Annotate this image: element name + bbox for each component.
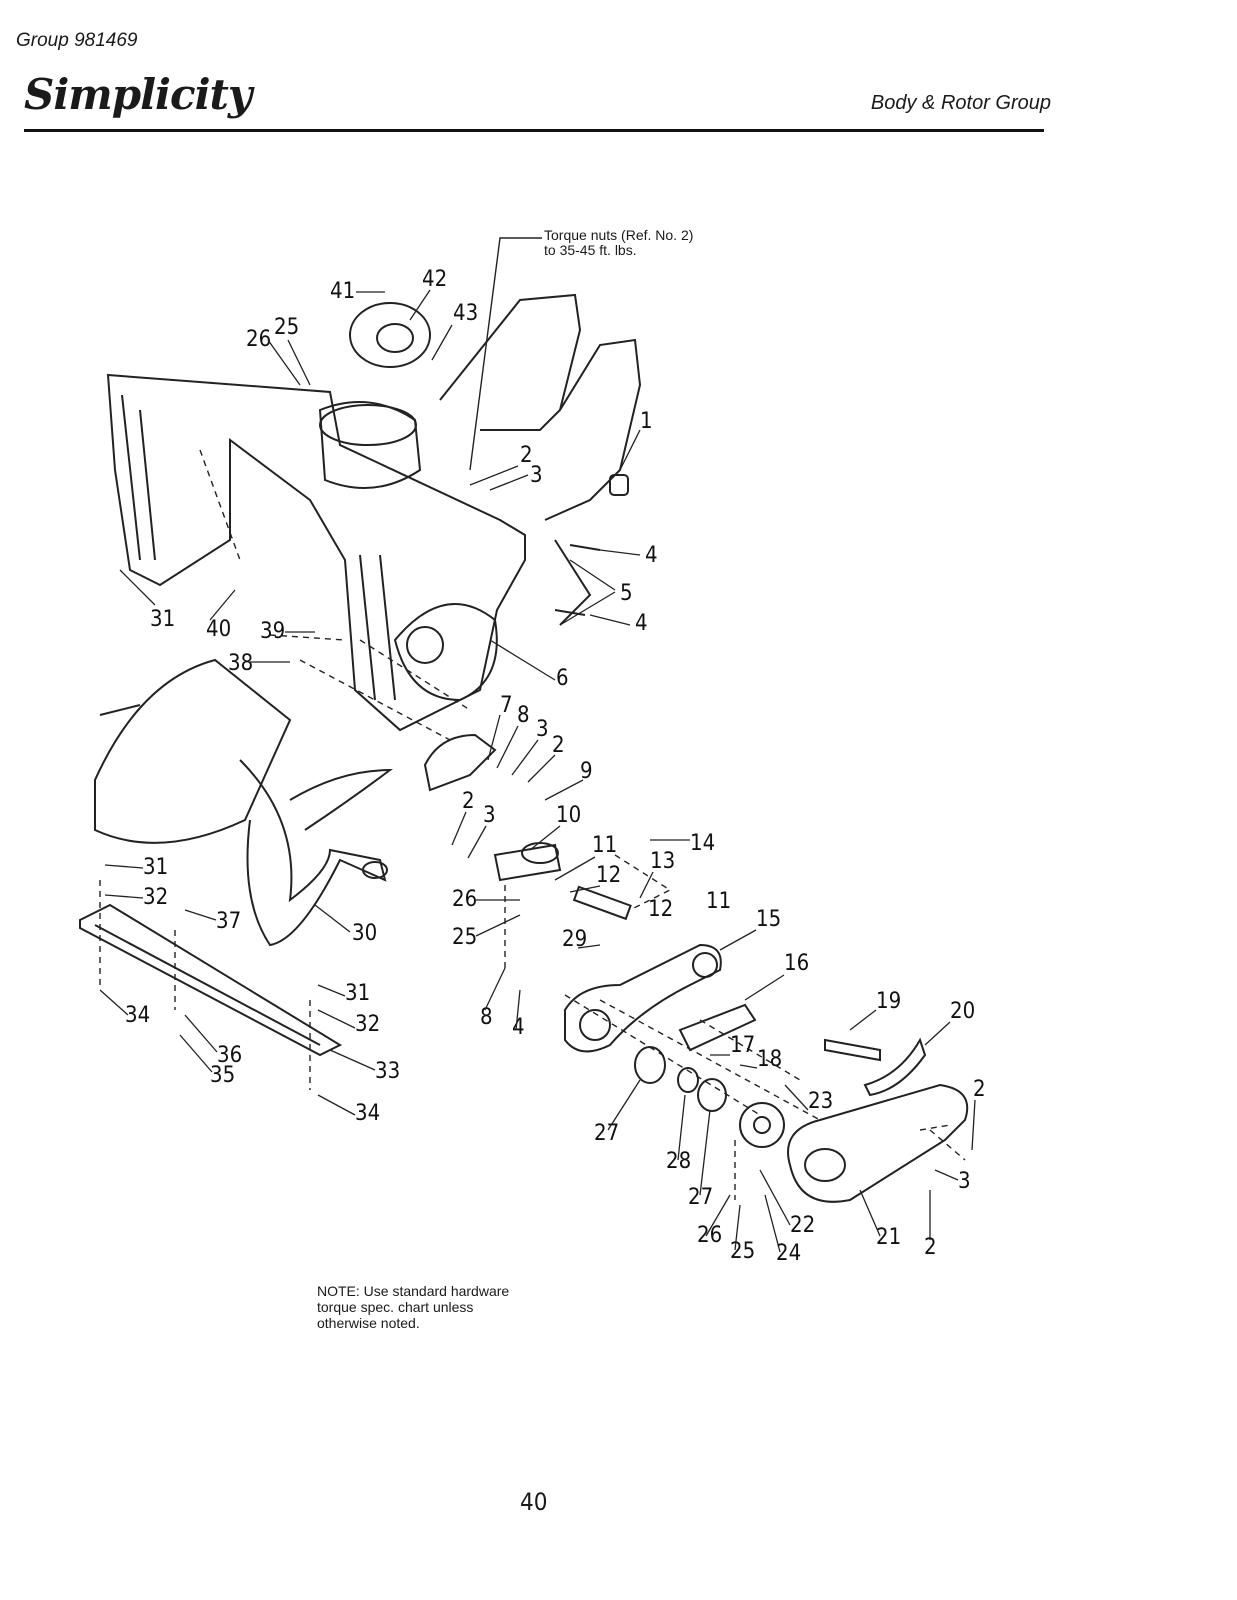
callout-30: 30 (352, 921, 377, 946)
side-cover (393, 603, 498, 702)
callout-8: 8 (517, 703, 530, 728)
callout-19: 19 (876, 989, 901, 1014)
callout-2d: 2 (973, 1077, 986, 1102)
callout-25c: 25 (730, 1239, 755, 1264)
callout-31: 31 (150, 607, 175, 632)
callout-32: 32 (143, 885, 168, 910)
callout-26: 26 (246, 327, 271, 352)
callout-11b: 11 (706, 889, 731, 914)
callout-2c: 2 (462, 789, 475, 814)
callout-15: 15 (756, 907, 781, 932)
callout-3b: 3 (536, 717, 549, 742)
callout-13: 13 (650, 849, 675, 874)
callout-4b: 4 (635, 611, 648, 636)
callout-33: 33 (375, 1059, 400, 1084)
skid-shoe (423, 733, 497, 792)
group-label: Group 981469 (16, 30, 138, 51)
rear-plate (439, 293, 582, 431)
sprocket (739, 1102, 785, 1148)
callout-31c: 31 (345, 981, 370, 1006)
callout-2: 2 (520, 443, 533, 468)
callout-12: 12 (596, 863, 621, 888)
callout-3d: 3 (958, 1169, 971, 1194)
callout-17: 17 (730, 1033, 755, 1058)
callout-7: 7 (500, 693, 513, 718)
callout-40: 40 (206, 617, 231, 642)
housing-frame (106, 373, 526, 732)
auger-blade (94, 658, 292, 844)
callout-43: 43 (453, 301, 478, 326)
callout-42: 42 (422, 267, 447, 292)
callout-2b: 2 (552, 733, 565, 758)
callout-23: 23 (808, 1089, 833, 1114)
callout-5: 5 (620, 581, 633, 606)
flange-bearing (634, 1046, 666, 1084)
callout-35: 35 (210, 1063, 235, 1088)
callout-20: 20 (950, 999, 975, 1024)
callout-4: 4 (645, 543, 658, 568)
chain-cover (787, 1083, 969, 1203)
callout-4c: 4 (512, 1015, 525, 1040)
callout-9: 9 (580, 759, 593, 784)
shaft (824, 1038, 881, 1062)
hardware-note: NOTE: Use standard hardware torque spec.… (317, 1283, 510, 1331)
tension-plate (678, 1003, 757, 1052)
callout-38: 38 (228, 651, 253, 676)
callout-41: 41 (330, 279, 355, 304)
callout-6: 6 (556, 666, 569, 691)
callout-3c: 3 (483, 803, 496, 828)
callout-29: 29 (562, 927, 587, 952)
callout-25: 25 (274, 315, 299, 340)
callout-2e: 2 (924, 1235, 937, 1260)
callout-34: 34 (125, 1003, 150, 1028)
callout-32b: 32 (355, 1012, 380, 1037)
callout-16: 16 (784, 951, 809, 976)
callout-31b: 31 (143, 855, 168, 880)
callout-36: 36 (217, 1043, 242, 1068)
callout-10: 10 (556, 803, 581, 828)
section-title: Body & Rotor Group (870, 92, 1051, 114)
callout-25b: 25 (452, 925, 477, 950)
scraper-bar (79, 903, 343, 1057)
callout-22: 22 (790, 1213, 815, 1238)
callout-18: 18 (757, 1047, 782, 1072)
callout-3: 3 (530, 463, 543, 488)
impeller-housing (318, 401, 422, 489)
callout-37: 37 (216, 909, 241, 934)
callout-12b: 12 (648, 897, 673, 922)
bearing-plate (564, 943, 722, 1053)
drive-chain (863, 1037, 927, 1097)
callout-1: 1 (640, 409, 653, 434)
callout-26b: 26 (452, 887, 477, 912)
pulley (349, 302, 431, 368)
callout-27: 27 (594, 1121, 619, 1146)
callout-24: 24 (776, 1241, 801, 1266)
callout-11: 11 (592, 833, 617, 858)
callout-39: 39 (260, 619, 285, 644)
torque-note: Torque nuts (Ref. No. 2) to 35-45 ft. lb… (544, 227, 694, 258)
callout-34b: 34 (355, 1101, 380, 1126)
brand-logo: Simplicity (24, 70, 252, 119)
callout-14: 14 (690, 831, 715, 856)
header-rule (24, 129, 1044, 132)
callout-26c: 26 (697, 1223, 722, 1248)
callout-8b: 8 (480, 1005, 493, 1030)
page-number: 40 (520, 1488, 548, 1516)
callout-21: 21 (876, 1225, 901, 1250)
